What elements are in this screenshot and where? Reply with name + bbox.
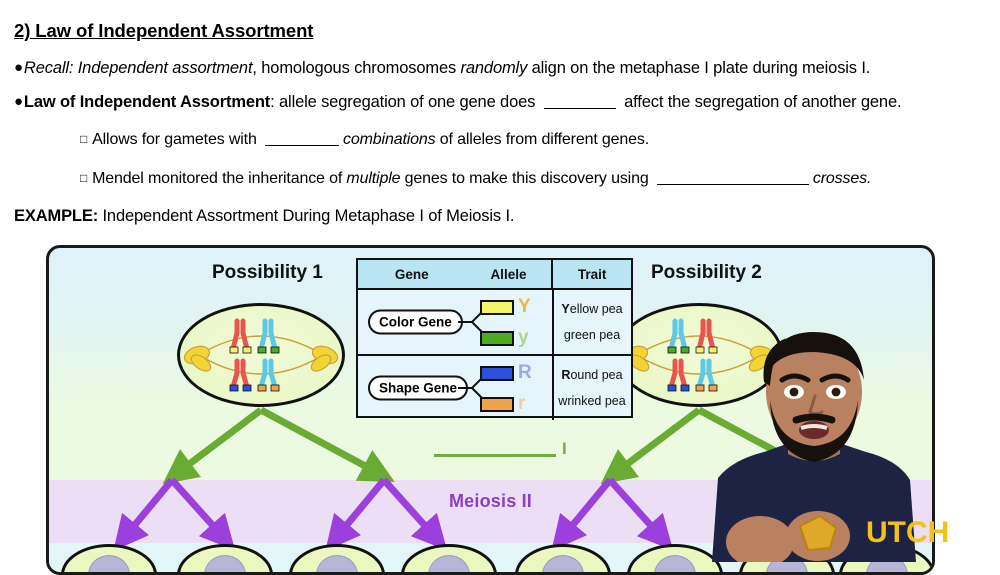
multiple-emphasis: multiple (346, 170, 401, 187)
fill-in-blank-2[interactable] (265, 145, 340, 146)
color-gene-pill: Color Gene (368, 309, 463, 335)
gamete-nucleus (316, 555, 358, 572)
legend-header-allele: Allele (490, 266, 527, 282)
trait-wrinkled-pea: wrinked pea (558, 394, 626, 408)
legend-gene-cell: Shape Gene R r (358, 356, 552, 420)
allele-swatch-r (480, 397, 514, 412)
possibility-2-label: Possibility 2 (651, 262, 762, 283)
allele-letter-y: y (518, 327, 529, 348)
allele-swatch-Y (480, 300, 514, 315)
crosses-emphasis: crosses. (812, 170, 872, 187)
spindle-apparatus-icon (621, 318, 777, 392)
gene-allele-trait-legend: Gene Allele Trait Color Gene Y y (356, 258, 633, 420)
note-line-law: ●Law of Independent Assortment: allele s… (14, 93, 902, 112)
purple-arrow-2 (169, 477, 236, 551)
trait-yellow-pea: Yellow pea (561, 302, 623, 316)
purple-arrow-3 (325, 477, 387, 551)
purple-arrow-1 (113, 477, 175, 551)
possibility-1-label: Possibility 1 (212, 262, 323, 283)
gametes-text-a: Allows for gametes with (92, 131, 262, 148)
meiosis-two-label: Meiosis II (448, 491, 533, 511)
gamete-nucleus (88, 555, 130, 572)
trait-round-pea: Round pea (561, 368, 623, 382)
legend-gene-cell: Color Gene Y y (358, 290, 552, 354)
purple-arrow-5 (551, 477, 613, 551)
legend-header-gene: Gene (394, 266, 429, 282)
purple-arrow-4 (381, 477, 448, 551)
square-bullet-icon: □ (80, 131, 88, 146)
slide-page: 2) Law of Independent Assortment ●Recall… (14, 20, 1000, 575)
gametes-text-b: of alleles from different genes. (435, 131, 650, 148)
page-title: 2) Law of Independent Assortment (14, 20, 314, 41)
spindle-apparatus-icon (183, 318, 339, 392)
instructor-shirt-text: UTCH (866, 516, 949, 549)
purple-arrow-6 (607, 477, 674, 551)
law-text-a: : allele segregation of one gene does (270, 93, 540, 111)
gamete-nucleus (204, 555, 246, 572)
allele-letter-Y: Y (518, 296, 531, 317)
square-bullet-icon: □ (80, 170, 88, 185)
mendel-text-a: Mendel monitored the inheritance of (92, 170, 347, 187)
instructor-video-overlay: UTCH (660, 330, 1000, 562)
fill-in-blank-3[interactable] (656, 184, 809, 185)
color-gene-alleles: Y y (458, 296, 552, 348)
allele-swatch-y (480, 331, 514, 346)
instructor-figure-icon: UTCH (712, 332, 949, 562)
combinations-emphasis: combinations (343, 131, 436, 148)
shape-gene-pill: Shape Gene (368, 375, 469, 401)
legend-trait-cell: Yellow pea green pea (552, 290, 630, 354)
recall-label: Recall: Independent assortment (23, 59, 253, 77)
metaphase-cell-possibility-1 (177, 303, 345, 407)
legend-header-row: Gene Allele Trait (358, 260, 631, 290)
green-arrow-right-1 (600, 407, 702, 485)
law-label: Law of Independent Assortment (23, 93, 271, 111)
note-line-recall: ●Recall: Independent assortment, homolog… (14, 59, 870, 78)
note-line-mendel: □ Mendel monitored the inheritance of mul… (80, 170, 871, 188)
note-line-example: EXAMPLE: Independent Assortment During M… (14, 207, 514, 226)
gamete-nucleus (428, 555, 470, 572)
randomly-emphasis: randomly (460, 59, 528, 77)
bullet-dot-icon: ● (14, 93, 23, 110)
shape-gene-alleles: R r (458, 362, 552, 414)
legend-row-shape-gene: Shape Gene R r Round pea wrinked pea (358, 356, 631, 420)
allele-swatch-R (480, 366, 514, 381)
gamete-nucleus (542, 555, 584, 572)
green-arrow-left-2 (259, 406, 395, 482)
green-arrow-left-1 (162, 407, 264, 485)
allele-letter-r: r (518, 393, 526, 414)
fill-in-blank-1[interactable] (543, 108, 616, 109)
example-label: EXAMPLE: (14, 207, 99, 225)
example-text: Independent Assortment During Metaphase … (98, 207, 515, 225)
bullet-dot-icon: ● (14, 59, 23, 76)
meiosis-one-fill-blank[interactable] (434, 454, 556, 457)
legend-trait-cell: Round pea wrinked pea (552, 356, 630, 420)
meiosis-one-suffix: I (562, 439, 567, 458)
recall-text-a: , homologous chromosomes (252, 59, 461, 77)
trait-green-pea: green pea (563, 328, 621, 342)
legend-header-trait: Trait (551, 260, 631, 288)
law-text-b: affect the segregation of another gene. (619, 93, 902, 111)
mendel-text-b: genes to make this discovery using (400, 170, 653, 187)
recall-text-b: align on the metaphase I plate during me… (527, 59, 871, 77)
legend-row-color-gene: Color Gene Y y Yellow pea green pea (358, 290, 631, 356)
metaphase-cell-possibility-2 (615, 303, 783, 407)
note-line-gametes: □ Allows for gametes with combinations of… (80, 131, 649, 149)
allele-letter-R: R (518, 362, 532, 383)
